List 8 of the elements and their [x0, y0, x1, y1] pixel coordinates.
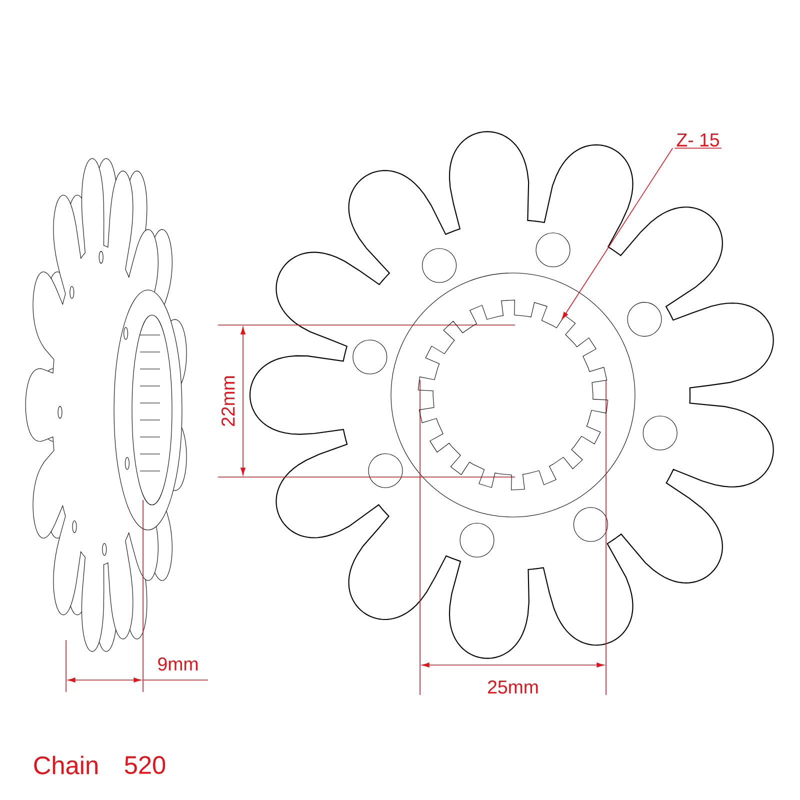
spline-hole-drawing — [418, 300, 608, 490]
dimension-label: 25mm — [488, 680, 538, 694]
chain-label: 520 — [124, 756, 166, 774]
chain-label: Chain — [34, 756, 98, 774]
callout-label: Z- 15 — [676, 134, 719, 147]
leader-line — [562, 148, 722, 320]
dimension-label: 22mm — [221, 376, 235, 426]
dimension-label: 9mm — [158, 657, 198, 671]
